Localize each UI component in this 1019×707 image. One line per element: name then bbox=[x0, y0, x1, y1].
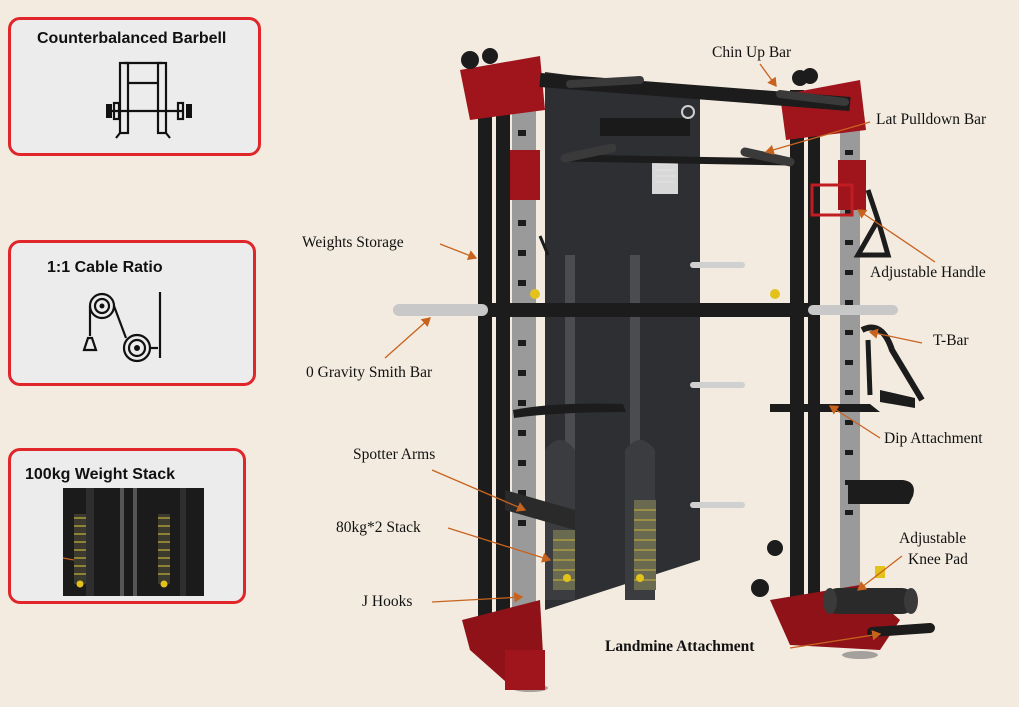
smith-rack-icon bbox=[106, 61, 192, 139]
arrow-weights-storage bbox=[439, 243, 478, 261]
arrow-j-hooks bbox=[431, 592, 524, 603]
label-80kg-stack: 80kg*2 Stack bbox=[336, 519, 421, 536]
arrow-knee-pad bbox=[856, 555, 903, 591]
label-knee-pad-line1: Adjustable bbox=[899, 530, 967, 547]
label-j-hooks: J Hooks bbox=[362, 593, 413, 610]
label-smith-bar: 0 Gravity Smith Bar bbox=[306, 364, 433, 381]
weight-stack-photo bbox=[62, 488, 204, 596]
feature-card-barbell: Counterbalanced Barbell bbox=[8, 17, 261, 156]
label-landmine: Landmine Attachment bbox=[605, 638, 755, 655]
arrow-adjustable-handle bbox=[856, 209, 936, 263]
arrow-chin-up-bar bbox=[759, 63, 777, 88]
arrow-dip-attachment bbox=[828, 405, 881, 439]
label-spotter-arms: Spotter Arms bbox=[353, 446, 436, 463]
feature-title-stack: 100kg Weight Stack bbox=[25, 466, 175, 483]
arrow-lat-pulldown-bar bbox=[764, 121, 871, 155]
feature-title-cable: 1:1 Cable Ratio bbox=[47, 259, 163, 276]
feature-card-stack: 100kg Weight Stack bbox=[8, 448, 246, 604]
arrow-landmine bbox=[789, 630, 882, 649]
label-chin-up-bar: Chin Up Bar bbox=[712, 44, 792, 61]
arrow-t-bar bbox=[868, 328, 923, 344]
label-t-bar: T-Bar bbox=[933, 332, 969, 349]
label-knee-pad-line2: Knee Pad bbox=[908, 551, 968, 568]
label-dip-attachment: Dip Attachment bbox=[884, 430, 983, 447]
pulley-cable-icon bbox=[82, 292, 162, 363]
label-lat-pulldown-bar: Lat Pulldown Bar bbox=[876, 111, 987, 128]
arrow-80kg-stack bbox=[447, 527, 552, 563]
feature-card-cable: 1:1 Cable Ratio bbox=[8, 240, 256, 386]
label-weights-storage: Weights Storage bbox=[302, 234, 404, 251]
arrow-spotter-arms bbox=[431, 469, 527, 512]
feature-title-barbell: Counterbalanced Barbell bbox=[37, 30, 227, 47]
arrow-smith-bar bbox=[384, 317, 431, 359]
label-adjustable-handle: Adjustable Handle bbox=[870, 264, 986, 281]
